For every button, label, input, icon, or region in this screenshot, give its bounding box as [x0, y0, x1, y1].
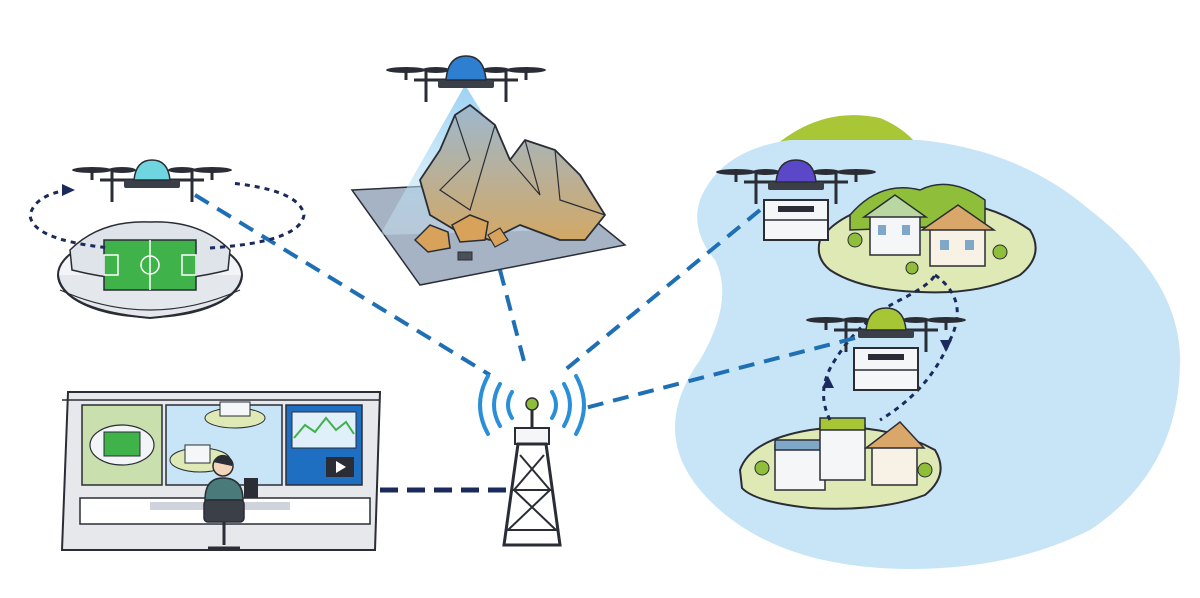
play-icon: [336, 461, 346, 473]
signal-waves-right: [550, 374, 586, 436]
house-icon: [774, 439, 826, 491]
mountain-icon: [350, 85, 627, 286]
control-room-icon: [60, 391, 382, 551]
house-icon: [861, 194, 929, 256]
house-icon: [919, 204, 997, 267]
operator: [203, 454, 258, 550]
radio-tower-icon: [478, 374, 586, 547]
island-upper: [817, 183, 1037, 294]
route-arrow-icon: [940, 340, 952, 352]
drone-icon: [384, 55, 548, 104]
drone-icon: [70, 159, 234, 204]
drone-icon: [714, 159, 878, 241]
communication-links: [193, 193, 856, 493]
delivery-area: [675, 115, 1180, 569]
route-arrow-icon: [822, 376, 834, 388]
drone-icon: [804, 307, 968, 391]
line-graph-icon: [293, 416, 355, 439]
monitor-stadium-view: [81, 404, 163, 486]
monitor-map-view: [165, 401, 283, 486]
orbit-arrow-icon: [62, 184, 75, 196]
house-icon: [819, 417, 866, 481]
stadium-icon: [57, 221, 243, 320]
island-lower: [738, 417, 942, 510]
signal-waves-left: [478, 374, 514, 436]
monitor-analytics-view: [285, 404, 363, 486]
house-icon: [863, 420, 926, 486]
orbit-path: [28, 181, 306, 250]
